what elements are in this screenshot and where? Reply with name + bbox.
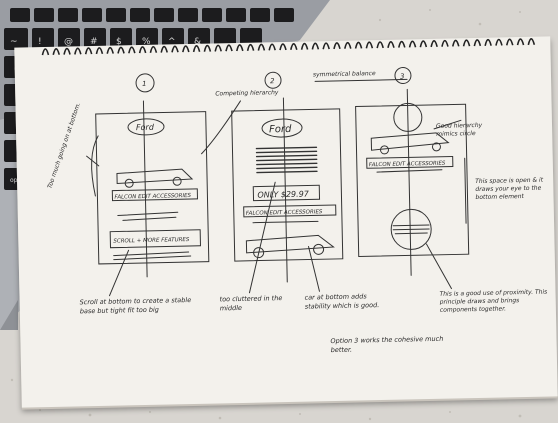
- svg-text:~: ~: [10, 37, 18, 47]
- sketch-1-footer: SCROLL + MORE FEATURES: [113, 237, 190, 245]
- spiral-coil: [399, 41, 405, 47]
- arrow-bottom-1: [109, 250, 130, 295]
- spiral-coil: [366, 42, 372, 48]
- spiral-coil: [86, 48, 92, 54]
- spiral-coil: [42, 49, 48, 55]
- spiral-coil: [453, 40, 459, 46]
- spiral-coil: [247, 45, 253, 51]
- spiral-coil: [280, 44, 286, 50]
- annotation-proximity: This is a good use of proximity. This pr…: [439, 288, 549, 314]
- annotation-too-cluttered: too cluttered in the middle: [220, 294, 300, 314]
- spiral-coil: [507, 39, 513, 45]
- spiral-coil: [258, 44, 264, 50]
- spiral-coil: [237, 45, 243, 51]
- sketch-1: [90, 73, 209, 278]
- spiral-coil: [96, 48, 102, 54]
- spiral-coil: [377, 42, 383, 48]
- sketch-1-logo: Ford: [136, 123, 155, 132]
- spiral-coil: [420, 41, 426, 47]
- svg-text:!: !: [38, 37, 42, 47]
- spiral-coil: [215, 45, 221, 51]
- spiral-coil: [53, 49, 59, 55]
- annotation-scroll-at-bottom: Scroll at bottom to create a stable base…: [80, 296, 200, 317]
- arrow-symmetric: [315, 79, 407, 81]
- sketch-2-price: ONLY $29.97: [257, 189, 309, 199]
- spiral-coil: [528, 39, 534, 45]
- spiral-coil: [118, 47, 124, 53]
- spiral-coil: [193, 46, 199, 52]
- sketch-1-number: 1: [142, 80, 147, 88]
- spiral-coil: [517, 39, 523, 45]
- spiral-coil: [485, 40, 491, 46]
- annotation-too-much-going-on: Too much going on at bottom.: [46, 102, 82, 190]
- spiral-coil: [431, 41, 437, 47]
- sketchbook-page: 1 2 3 Ford Ford FALCON EDIT ACCESSORIES …: [14, 36, 557, 407]
- spiral-coil: [323, 43, 329, 49]
- sketch-2: [231, 71, 343, 283]
- spiral-coil: [204, 46, 210, 52]
- annotation-eyes-down: This space is open & it draws your eye t…: [475, 177, 545, 202]
- spiral-coil: [129, 47, 135, 53]
- annotation-car-at-bottom: car at bottom adds stability which is go…: [305, 292, 385, 312]
- spiral-coil: [291, 44, 297, 50]
- spiral-coil: [161, 46, 167, 52]
- spiral-coil: [345, 43, 351, 49]
- spiral-coil: [75, 48, 81, 54]
- spiral-coil: [183, 46, 189, 52]
- arrow-bottom-4: [426, 244, 451, 289]
- annotation-option-3: Option 3 works the cohesive much better.: [330, 335, 450, 356]
- spiral-coil: [463, 40, 469, 46]
- spiral-coil: [107, 48, 113, 54]
- annotation-symmetrical-balance: symmetrical balance: [313, 70, 376, 78]
- spiral-coil: [442, 41, 448, 47]
- arrow-bottom-3: [309, 246, 320, 291]
- spiral-coil: [150, 47, 156, 53]
- spiral-coil: [140, 47, 146, 53]
- spiral-coil: [269, 44, 275, 50]
- spiral-coil: [334, 43, 340, 49]
- spiral-coil: [474, 40, 480, 46]
- spiral-coil: [172, 46, 178, 52]
- sketch-3-number: 3: [400, 72, 405, 80]
- spiral-coil: [64, 48, 70, 54]
- spiral-coil: [409, 41, 415, 47]
- annotation-good-hierarchy: Good hierarchy mimics circle: [436, 122, 496, 139]
- sketch-3: [355, 66, 469, 276]
- annotation-competing-hierarchy: Competing hierarchy: [215, 89, 279, 97]
- spiral-coil: [355, 42, 361, 48]
- spiral-coil: [388, 42, 394, 48]
- spiral-coil: [226, 45, 232, 51]
- spiral-coil: [496, 39, 502, 45]
- sketch-2-logo: Ford: [269, 124, 292, 135]
- sketch-2-number: 2: [270, 77, 275, 85]
- spiral-coil: [301, 44, 307, 50]
- spiral-coil: [312, 43, 318, 49]
- sketch-drawing: 1 2 3 Ford Ford FALCON EDIT ACCESSORIES …: [14, 36, 557, 407]
